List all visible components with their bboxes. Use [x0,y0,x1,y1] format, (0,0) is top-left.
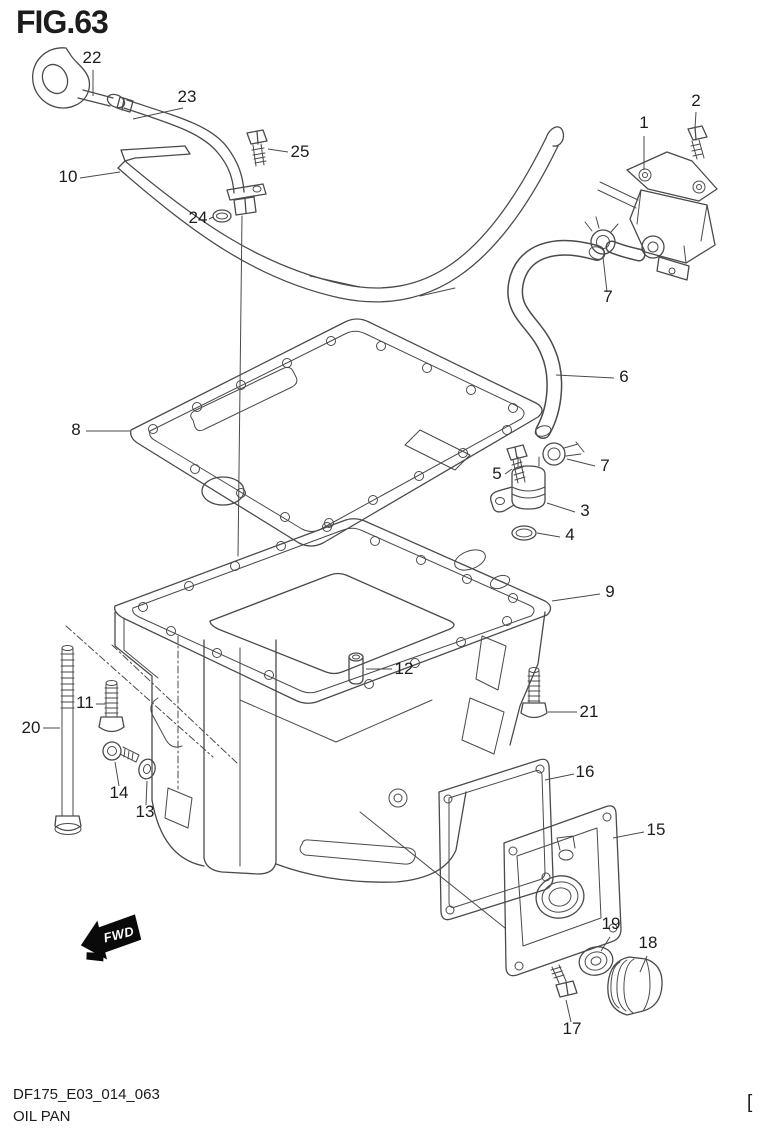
callout-7: 7 [603,287,612,306]
leader-line-19 [600,936,611,952]
leader-line-2 [694,111,697,129]
leader-line-10 [79,171,121,179]
fwd-arrow-body [97,914,142,954]
callout-21: 21 [580,702,599,721]
bolt-25-art [246,129,268,167]
leader-line-5 [504,468,513,475]
leader-line-24 [208,216,214,220]
corner-bracket-mark: [ [747,1092,753,1113]
callout-7: 7 [600,456,609,475]
leader-line-17 [565,999,572,1023]
callout-4: 4 [565,525,574,544]
dowel-12-art [348,652,364,685]
figure-caption: OIL PAN [13,1108,71,1125]
leader-line-14 [114,761,120,787]
union-3-art [490,456,546,513]
seal-19-art [578,946,614,976]
plug-18-art [607,956,663,1016]
callout-1: 1 [639,113,648,132]
leader-line-23 [132,107,184,120]
callout-24: 24 [189,208,208,227]
bracket-1-art [597,151,718,281]
callout-18: 18 [639,933,658,952]
leader-line-7 [566,458,596,467]
bolt-20-art [54,645,82,835]
callout-6: 6 [619,367,628,386]
callout-22: 22 [83,48,102,67]
callout-13: 13 [136,802,155,821]
dipstick-tube-art [123,99,267,557]
callout-17: 17 [563,1019,582,1038]
leader-line-18 [639,955,648,973]
bolt-2-art [687,125,708,160]
callout-20: 20 [22,718,41,737]
dipstick-handle-art [32,47,134,113]
figure-title: FIG.63 [16,4,109,40]
leader-line-13 [145,780,148,806]
leader-line-4 [536,532,561,538]
callout-5: 5 [492,464,501,483]
oil-ring-4-art [511,525,537,541]
callout-25: 25 [291,142,310,161]
bolt-21-art [520,667,548,719]
hose-6-art [507,239,606,439]
callout-11: 11 [76,693,94,712]
drawing-code: DF175_E03_014_063 [13,1086,160,1103]
cover-15-art [503,805,622,977]
leader-line-9 [551,593,601,602]
gasket-8-art [130,318,543,547]
leader-line-15 [612,831,645,839]
oil-pan-9-art [114,518,552,883]
callout-8: 8 [71,420,80,439]
leader-line-16 [544,773,575,781]
clamp-7-lower-art [542,441,585,466]
callout-9: 9 [605,582,614,601]
bolt-11-art [98,680,125,733]
fwd-arrow-base [86,952,104,962]
callout-19: 19 [602,914,621,933]
oil-ring-24-art [212,209,232,223]
washer-13-art [138,758,156,780]
callout-14: 14 [110,783,129,802]
callout-23: 23 [178,87,197,106]
callout-3: 3 [580,501,589,520]
bolt-5-art [506,444,528,484]
leader-line-6 [555,374,615,379]
leader-line-25 [267,148,289,153]
leader-line-3 [546,502,576,513]
fwd-direction-badge: FWD [80,914,142,962]
callout-16: 16 [576,762,595,781]
bolt-14-art [102,741,140,763]
callout-12: 12 [395,659,414,678]
callout-2: 2 [691,91,700,110]
fwd-label: FWD [102,923,136,945]
clamp-7-upper-art [584,216,646,262]
leader-line-7 [602,256,608,293]
fwd-arrow-icon [80,920,108,960]
bolt-17-art [550,964,578,998]
assembly-axis-lines [65,625,506,929]
callout-15: 15 [647,820,666,839]
callout-10: 10 [59,167,78,186]
bracket-bar-10-art [117,126,565,303]
callout-layer: 1234567789101112131415161718192021222324… [22,48,701,1038]
